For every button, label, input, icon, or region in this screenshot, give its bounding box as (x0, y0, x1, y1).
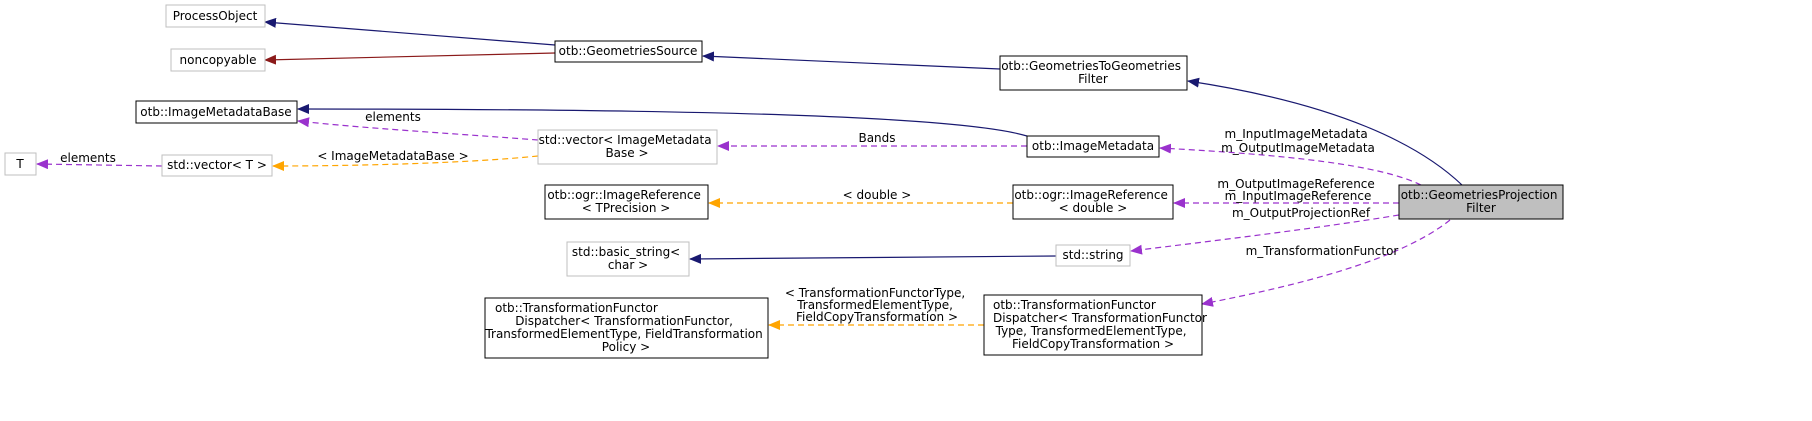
edge-label-dispatcher-template-args: < TransformationFunctorType, Transformed… (785, 286, 969, 324)
node-process-object[interactable]: ProcessObject (165, 4, 266, 28)
svg-text:otb::GeometriesToGeometries: otb::GeometriesToGeometries Filter (1001, 59, 1185, 86)
svg-text:std::basic_string< cha: std::basic_string< char > (572, 245, 684, 272)
svg-text:otb::GeometriesProjection: otb::GeometriesProjection Filter (1401, 188, 1562, 215)
node-std-string[interactable]: std::string (1055, 244, 1131, 267)
node-image-reference-double[interactable]: otb::ogr::ImageReference < double > (1012, 184, 1174, 220)
node-vector-image-metadata-base[interactable]: std::vector< ImageMetadata Base > (537, 129, 718, 165)
svg-text:otb::TransformationFunctor: otb::TransformationFunctor Dispatcher< T… (993, 298, 1207, 325)
edge-geometries-source-to-noncopyable (264, 52, 556, 65)
node-transformation-functor-dispatcher-template[interactable]: otb::TransformationFunctor Dispatcher< T… (484, 297, 769, 359)
svg-text:Type, TransformedElementType,: Type, TransformedElementType, FieldCopyT… (995, 324, 1191, 351)
edge-label-bands: Bands (858, 131, 895, 145)
edge-label-transformation-functor-member: m_TransformationFunctor (1246, 244, 1399, 258)
svg-text:std::string: std::string (1062, 248, 1123, 262)
edge-label-input-output-metadata: m_InputImageMetadata m_OutputImageMetada… (1221, 127, 1375, 155)
node-transformation-functor-dispatcher-instance[interactable]: otb::TransformationFunctor Dispatcher< T… (983, 294, 1207, 356)
svg-text:Dispatcher< TransformationFunc: Dispatcher< TransformationFunctor, Trans… (484, 314, 766, 354)
svg-text:std::vector< ImageMetadata: std::vector< ImageMetadata Base > (539, 133, 716, 160)
svg-text:T: T (15, 157, 24, 171)
node-t[interactable]: T (4, 152, 37, 176)
svg-text:otb::ImageMetadataBase: otb::ImageMetadataBase (140, 105, 291, 119)
edge-label-elements-t: elements (60, 151, 116, 165)
edge-label-image-metadata-base-template: < ImageMetadataBase > (317, 149, 468, 163)
svg-text:otb::ogr::ImageReference: otb::ogr::ImageReference < double > (1014, 188, 1171, 215)
node-geometries-to-geometries-filter[interactable]: otb::GeometriesToGeometries Filter (999, 55, 1188, 91)
svg-text:otb::TransformationFunctor: otb::TransformationFunctor (495, 301, 658, 315)
node-image-metadata-base[interactable]: otb::ImageMetadataBase (135, 100, 298, 124)
node-vector-t[interactable]: std::vector< T > (161, 154, 273, 177)
edge-geometries-to-geometries-filter-to-geometries-source (702, 51, 1001, 70)
edge-image-metadata-to-image-metadata-base (297, 104, 1028, 137)
svg-text:otb::ImageMetadata: otb::ImageMetadata (1032, 139, 1154, 153)
node-noncopyable[interactable]: noncopyable (170, 48, 266, 72)
node-basic-string-char[interactable]: std::basic_string< char > (566, 241, 690, 277)
edge-label-output-projection-ref: m_OutputProjectionRef (1232, 206, 1371, 220)
svg-text:ProcessObject: ProcessObject (173, 9, 258, 23)
edge-geometries-projection-filter-to-geometries-to-geometries-filter (1187, 77, 1463, 186)
edge-label-elements-image-metadata-base: elements (365, 110, 421, 124)
edge-geometries-projection-filter-to-image-metadata (1159, 143, 1422, 186)
edge-geometries-source-to-process-object (264, 17, 556, 46)
node-image-metadata[interactable]: otb::ImageMetadata (1026, 135, 1160, 158)
svg-text:otb::GeometriesSource: otb::GeometriesSource (559, 44, 698, 58)
edge-label-image-reference-members: m_OutputImageReference m_InputImageRefer… (1217, 177, 1378, 203)
edge-vector-t-to-t (36, 159, 163, 170)
svg-text:noncopyable: noncopyable (180, 53, 257, 67)
node-image-reference-tprecision[interactable]: otb::ogr::ImageReference < TPrecision > (544, 184, 709, 220)
edge-label-double-template: < double > (843, 188, 912, 202)
node-geometries-source[interactable]: otb::GeometriesSource (554, 40, 703, 63)
svg-text:otb::ogr::ImageReference: otb::ogr::ImageReference < TPrecision > (547, 188, 704, 215)
svg-text:std::vector< T >: std::vector< T > (167, 158, 267, 172)
edge-vector-image-metadata-base-to-vector-t (272, 155, 539, 171)
edge-vector-image-metadata-base-to-image-metadata-base (297, 117, 539, 141)
edge-geometries-projection-filter-to-dispatcher-instance (1201, 219, 1451, 307)
edge-geometries-projection-filter-to-std-string (1130, 214, 1400, 255)
node-geometries-projection-filter[interactable]: otb::GeometriesProjection Filter (1398, 184, 1564, 220)
edge-std-string-to-basic-string (689, 253, 1057, 264)
